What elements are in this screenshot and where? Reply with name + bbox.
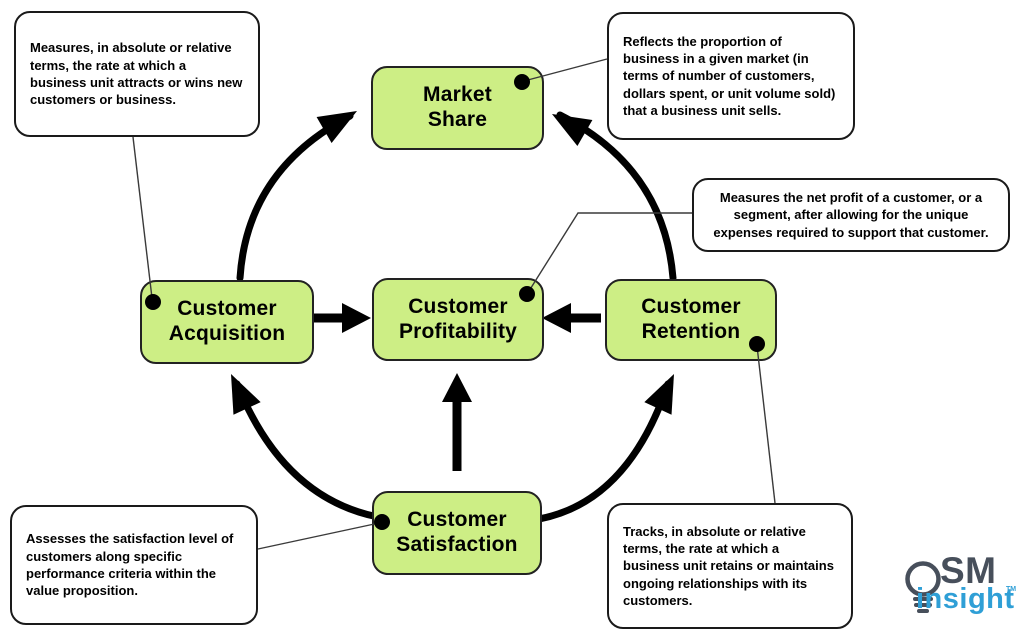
arrowhead-right-icon xyxy=(342,303,371,333)
callout-satisfaction-note: Assesses the satisfaction level of custo… xyxy=(10,505,258,625)
arrowhead-up-right-icon xyxy=(644,374,674,415)
callout-market-share-note: Reflects the proportion of business in a… xyxy=(607,12,855,140)
cycle-arc-satisfaction-to-acquisition xyxy=(233,380,382,521)
lightbulb-icon xyxy=(905,561,941,613)
callout-retention-note: Tracks, in absolute or relative terms, t… xyxy=(607,503,853,629)
callout-acquisition-note: Measures, in absolute or relative terms,… xyxy=(14,11,260,137)
arrowhead-up-left-icon xyxy=(231,374,261,415)
node-customer-acquisition: Customer Acquisition xyxy=(140,280,314,364)
arrowhead-up-left-icon xyxy=(552,114,593,146)
node-customer-satisfaction: Customer Satisfaction xyxy=(372,491,542,575)
node-customer-retention: Customer Retention xyxy=(605,279,777,361)
logo-text-insight: insight xyxy=(916,583,1015,615)
cycle-arc-satisfaction-to-retention xyxy=(535,380,672,523)
smi-logo: SM insight TM xyxy=(896,550,1020,628)
node-customer-profitability: Customer Profitability xyxy=(372,278,544,361)
arrowhead-up-icon xyxy=(442,373,472,402)
logo-text-sm: SM xyxy=(940,550,997,591)
arrowhead-up-right-icon xyxy=(316,111,357,143)
logo-trademark: TM xyxy=(1006,586,1017,593)
callout-profitability-note: Measures the net profit of a customer, o… xyxy=(692,178,1010,252)
arrowhead-left-icon xyxy=(542,303,571,333)
node-market-share: Market Share xyxy=(371,66,544,150)
